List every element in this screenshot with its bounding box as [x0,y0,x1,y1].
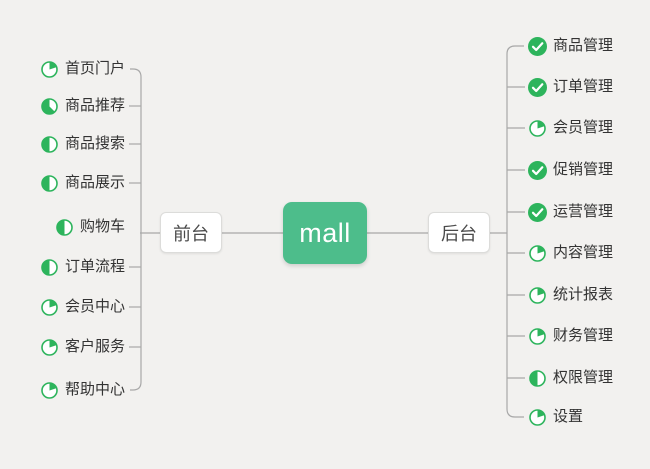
topic-label: 内容管理 [553,244,614,261]
topic-label: 促销管理 [553,161,614,178]
topic-label: 权限管理 [553,369,614,386]
topic-item[interactable]: 购物车 [55,216,125,238]
task-progress-icon [41,258,58,276]
task-done-icon [528,36,547,56]
task-progress-icon [529,286,546,304]
topic-item[interactable]: 权限管理 [528,367,613,389]
topic-item[interactable]: 设置 [528,406,583,428]
task-progress-icon [40,298,59,317]
task-progress-icon [529,244,546,262]
topic-label: 商品搜索 [65,135,126,152]
task-progress-icon [40,135,59,154]
branch-node-frontend[interactable]: 前台 [160,212,222,253]
task-progress-icon [529,369,546,387]
topic-item[interactable]: 内容管理 [528,242,613,264]
topic-item[interactable]: 财务管理 [528,325,613,347]
topic-label: 会员管理 [553,119,614,136]
topic-item[interactable]: 首页门户 [40,58,125,80]
topic-item[interactable]: 订单流程 [40,256,125,278]
task-progress-icon [40,338,59,357]
topic-item[interactable]: 订单管理 [528,76,613,98]
task-progress-icon [56,218,73,236]
task-progress-icon [41,338,58,356]
task-progress-icon [40,381,59,400]
task-progress-icon [40,97,59,116]
task-done-icon [528,202,547,222]
topic-item[interactable]: 商品搜索 [40,133,125,155]
task-progress-icon [528,119,547,138]
branch-node-label: 后台 [441,223,477,244]
task-progress-icon [41,97,58,115]
branch-node-backend[interactable]: 后台 [428,212,490,253]
task-progress-icon [528,408,547,427]
topic-label: 统计报表 [553,286,614,303]
topic-label: 商品推荐 [65,97,126,114]
task-done-icon [528,36,547,56]
task-progress-icon [40,174,59,193]
task-progress-icon [41,381,58,399]
topic-item[interactable]: 会员中心 [40,296,125,318]
topic-item[interactable]: 商品展示 [40,172,125,194]
topic-item[interactable]: 会员管理 [528,117,613,139]
root-node-label: mall [299,217,351,248]
task-progress-icon [41,174,58,192]
topic-label: 客户服务 [65,338,126,355]
topic-item[interactable]: 统计报表 [528,284,613,306]
root-node-mall[interactable]: mall [283,202,367,264]
topic-item[interactable]: 客户服务 [40,336,125,358]
task-progress-icon [529,408,546,426]
topic-item[interactable]: 商品管理 [528,35,613,57]
topic-item[interactable]: 运营管理 [528,201,613,223]
task-progress-icon [529,327,546,345]
topic-label: 会员中心 [65,298,126,315]
topic-label: 商品展示 [65,174,126,191]
topic-label: 商品管理 [553,37,614,54]
task-progress-icon [40,258,59,277]
task-progress-icon [528,244,547,263]
topic-label: 首页门户 [65,60,126,77]
topic-item[interactable]: 促销管理 [528,159,613,181]
task-progress-icon [528,369,547,388]
topic-label: 运营管理 [553,203,614,220]
task-done-icon [528,77,547,97]
topic-label: 帮助中心 [65,381,126,398]
task-progress-icon [55,218,74,237]
task-progress-icon [529,119,546,137]
task-progress-icon [40,60,59,79]
task-done-icon [528,160,547,180]
task-progress-icon [528,327,547,346]
task-done-icon [528,202,547,222]
topic-label: 订单管理 [553,78,614,95]
branch-node-label: 前台 [173,223,209,244]
topic-label: 设置 [553,408,584,425]
topic-label: 订单流程 [65,258,126,275]
task-progress-icon [41,60,58,78]
topic-label: 财务管理 [553,327,614,344]
topic-item[interactable]: 商品推荐 [40,95,125,117]
topic-item[interactable]: 帮助中心 [40,379,125,401]
task-done-icon [528,160,547,180]
task-progress-icon [41,298,58,316]
task-progress-icon [41,135,58,153]
task-done-icon [528,77,547,97]
topic-label: 购物车 [80,218,126,235]
task-progress-icon [528,286,547,305]
